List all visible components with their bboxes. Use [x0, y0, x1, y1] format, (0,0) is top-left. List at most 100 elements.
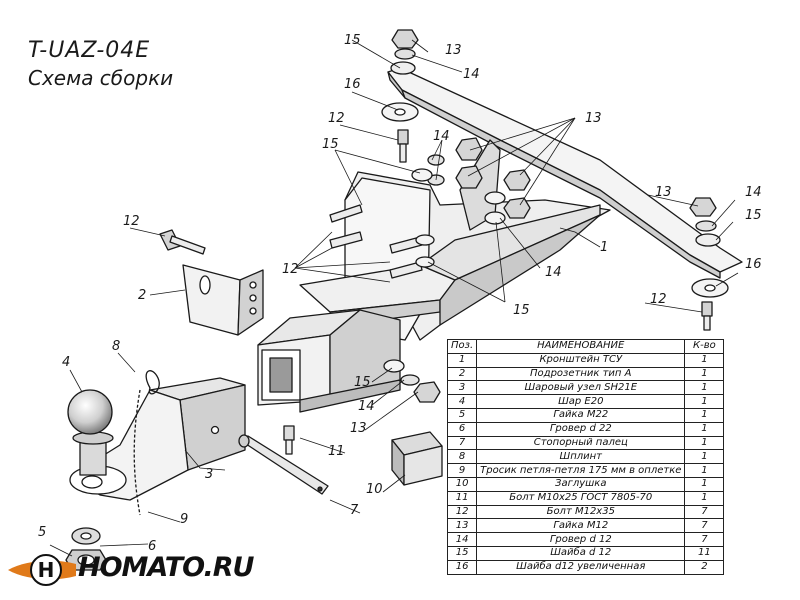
row-qty: 1 — [684, 463, 725, 478]
row-pos: 14 — [446, 532, 478, 547]
row-qty: 1 — [684, 366, 725, 382]
row-pos: 7 — [446, 435, 478, 451]
title-code: T-UAZ-04E — [28, 38, 151, 63]
callout-10: 10 — [366, 482, 383, 497]
row-name: Кронштейн ТСУ — [476, 352, 686, 368]
callout-14-bottom: 14 — [358, 399, 375, 414]
row-qty: 1 — [684, 394, 725, 409]
callout-15-left: 15 — [322, 137, 339, 152]
row-qty: 7 — [684, 504, 725, 520]
row-pos: 6 — [446, 421, 478, 437]
callout-15-top: 15 — [344, 33, 361, 48]
row-pos: 15 — [446, 545, 478, 561]
lock-pin — [238, 434, 329, 495]
header-qty: К-во — [684, 339, 725, 354]
callout-15-mid: 15 — [513, 303, 530, 318]
tow-ball — [67, 389, 114, 476]
row-name: Подрозетник тип А — [476, 366, 686, 382]
logo-emblem: H — [8, 554, 76, 586]
callout-6: 6 — [148, 539, 156, 554]
callout-8: 8 — [112, 339, 120, 354]
row-name: Заглушка — [476, 476, 686, 492]
parts-table-header: Поз. НАИМЕНОВАНИЕ К-во — [446, 339, 725, 354]
tube-plug — [391, 431, 443, 486]
row-pos: 3 — [446, 380, 478, 396]
callout-1: 1 — [600, 240, 608, 255]
callout-15-bottom: 15 — [354, 375, 371, 390]
bolts-m12 — [159, 129, 713, 331]
row-pos: 13 — [446, 518, 478, 534]
row-qty: 1 — [684, 421, 725, 437]
callout-13-bottom: 13 — [350, 421, 367, 436]
row-pos: 12 — [446, 504, 478, 520]
logo-circle-icon — [30, 554, 62, 586]
row-name: Шаровый узел SH21E — [476, 380, 686, 396]
row-name: Тросик петля-петля 175 мм в оплетке — [476, 463, 686, 478]
row-name: Болт М12х35 — [476, 504, 686, 520]
callout-labels: 1 2 3 4 5 6 7 8 9 10 11 12 12 12 12 13 1… — [38, 33, 762, 554]
row-pos: 8 — [446, 449, 478, 465]
row-qty: 1 — [684, 352, 725, 368]
row-qty: 2 — [684, 559, 725, 575]
callout-5: 5 — [38, 525, 46, 540]
row-name: Гайка М12 — [476, 518, 686, 534]
row-name: Шайба d 12 — [476, 545, 686, 561]
callout-14-bracket: 14 — [433, 129, 450, 144]
receiver-tube — [257, 309, 401, 413]
callout-13-right: 13 — [655, 185, 672, 200]
row-pos: 16 — [446, 559, 478, 575]
row-name: Гайка М22 — [476, 407, 686, 423]
row-qty: 1 — [684, 435, 725, 451]
row-name: Гровер d 22 — [476, 421, 686, 437]
row-qty: 1 — [684, 490, 725, 506]
callout-4: 4 — [62, 355, 70, 370]
callout-13-bracket: 13 — [585, 111, 602, 126]
leader-lines — [49, 39, 739, 557]
row-qty: 11 — [684, 545, 725, 561]
row-name: Шайба d12 увеличенная — [476, 559, 686, 575]
callout-15-right: 15 — [745, 208, 762, 223]
socket-bracket — [182, 264, 264, 336]
row-qty: 7 — [684, 532, 725, 547]
callout-3: 3 — [205, 467, 213, 482]
header-pos: Поз. — [446, 339, 478, 354]
callout-12-center: 12 — [282, 262, 299, 277]
callout-12-top: 12 — [328, 111, 345, 126]
callout-11: 11 — [328, 444, 345, 459]
row-pos: 2 — [446, 366, 478, 382]
logo-text: HOMATO.RU — [78, 552, 254, 583]
callout-14-mid: 14 — [545, 265, 562, 280]
row-qty: 1 — [684, 449, 725, 465]
callout-12-right: 12 — [650, 292, 667, 307]
header-name: НАИМЕНОВАНИЕ — [476, 339, 686, 354]
row-pos: 1 — [446, 352, 478, 368]
callout-7: 7 — [350, 503, 359, 518]
row-qty: 7 — [684, 518, 725, 534]
callout-12-left: 12 — [123, 214, 140, 229]
callout-14-top: 14 — [463, 67, 480, 82]
row-name: Гровер d 12 — [476, 532, 686, 547]
row-name: Стопорный палец — [476, 435, 686, 451]
callout-2: 2 — [138, 288, 146, 303]
row-name: Шплинт — [476, 449, 686, 465]
bolt-m10 — [283, 425, 295, 455]
row-name: Шар E20 — [476, 394, 686, 409]
row-qty: 1 — [684, 407, 725, 423]
